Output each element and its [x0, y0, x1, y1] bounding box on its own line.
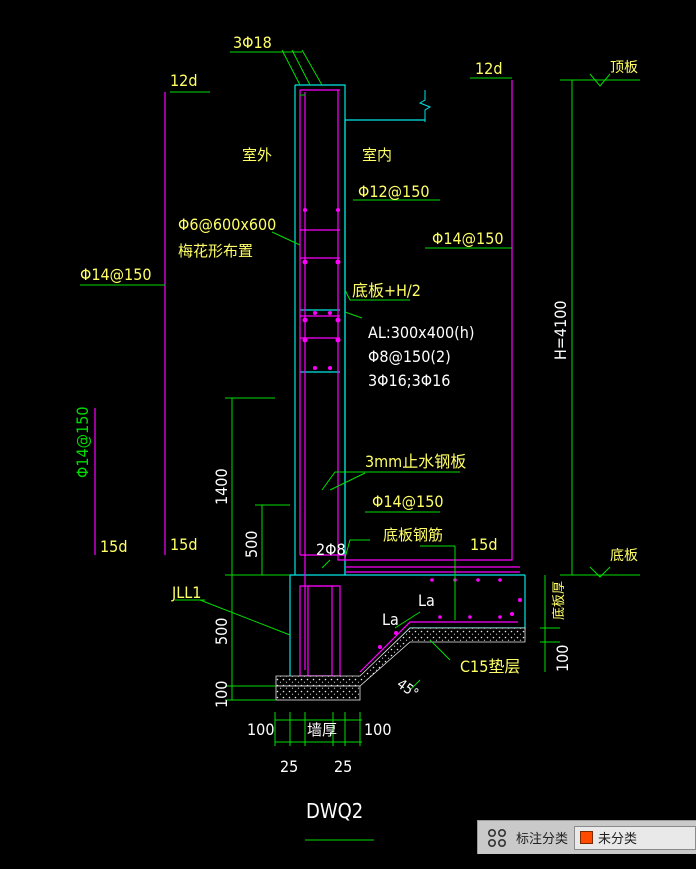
label-tie-spec: Φ6@600x600	[178, 215, 276, 234]
label-horizontal-rebar: Φ12@150	[358, 182, 430, 201]
grid-dots-icon	[487, 828, 507, 847]
label-roof-slab: 顶板	[610, 60, 638, 76]
label-outside: 室外	[242, 146, 272, 164]
rebar-lines	[94, 80, 520, 677]
rebar-dots	[302, 208, 522, 649]
label-la-right: La	[418, 591, 435, 610]
label-15d-3: 15d	[470, 535, 497, 554]
category-select[interactable]: 未分类	[574, 825, 696, 850]
label-15d-1: 15d	[100, 537, 127, 556]
category-grid-button[interactable]	[484, 825, 510, 851]
category-selected-value: 未分类	[598, 832, 638, 847]
label-slab-rebar: 底板钢筋	[383, 526, 443, 544]
label-inside: 室内	[362, 146, 392, 164]
label-c15: C15垫层	[460, 657, 520, 676]
label-dim-1400: 1400	[212, 468, 231, 505]
label-tie-layout: 梅花形布置	[178, 242, 253, 260]
break-mark	[418, 90, 432, 122]
drawing-title: DWQ2	[306, 799, 363, 823]
label-beam-bars: 3Φ16;3Φ16	[368, 371, 450, 390]
label-waterstop: 3mm止水钢板	[365, 452, 466, 471]
label-wall-thickness: 墙厚	[307, 721, 337, 739]
label-dim-100-left: 100	[247, 720, 274, 739]
label-height: H=4100	[551, 300, 570, 360]
label-beam-stirrup: Φ8@150(2)	[368, 347, 451, 366]
label-inner-vertical: Φ14@150	[432, 229, 504, 248]
category-swatch	[580, 831, 594, 844]
label-dim-500-lower: 500	[212, 618, 231, 645]
label-beam-size: AL:300x400(h)	[368, 323, 475, 342]
label-outer-bottom-rebar: Φ14@150	[73, 406, 92, 478]
label-dim-100-base: 100	[212, 681, 231, 708]
base-hatch	[275, 685, 361, 701]
label-bottom-slab: 底板	[610, 548, 638, 564]
label-la-left: La	[382, 610, 399, 629]
label-top-bars: 3Φ18	[233, 33, 272, 52]
label-outer-vertical: Φ14@150	[80, 265, 152, 284]
label-dim-100-right: 100	[364, 720, 391, 739]
label-12d-right: 12d	[475, 59, 502, 78]
label-dim-100-bottom-right: 100	[553, 645, 572, 672]
dimension-lines	[80, 49, 640, 841]
label-slab-mid: 底板+H/2	[352, 281, 421, 300]
label-dim-25-right: 25	[334, 757, 352, 776]
label-15d-2: 15d	[170, 535, 197, 554]
label-slab-thickness: 底板厚	[551, 581, 567, 620]
label-lower-inner-rebar: Φ14@150	[372, 492, 444, 511]
label-jll1: JLL1	[171, 583, 201, 602]
label-dim-500-upper: 500	[242, 531, 261, 558]
annotation-category-panel: 标注分类 未分类	[477, 820, 696, 854]
category-label: 标注分类	[516, 832, 569, 847]
label-angle: 45°	[394, 676, 421, 702]
label-12d-left: 12d	[170, 71, 197, 90]
label-dim-25-left: 25	[280, 757, 298, 776]
label-two-bars: 2Φ8	[316, 540, 346, 559]
c15-cushion-hatch	[275, 627, 526, 687]
